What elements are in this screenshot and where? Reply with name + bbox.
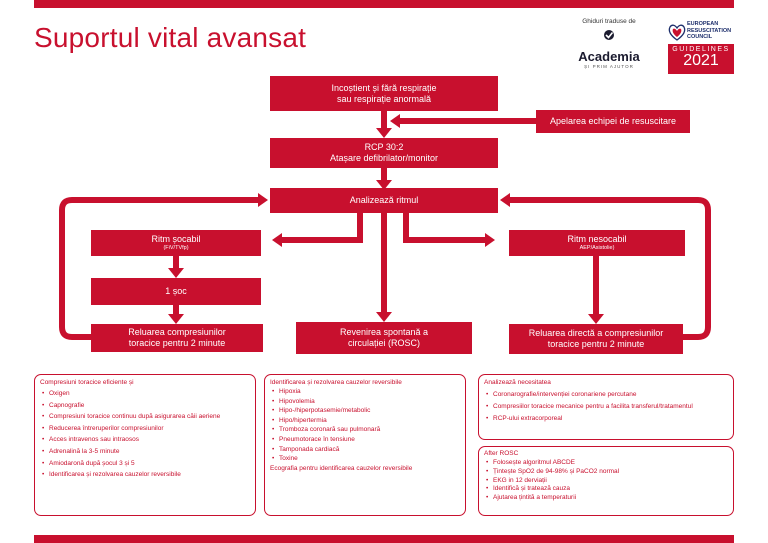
- panel-heading: Compresiuni toracice eficiente și: [40, 379, 134, 386]
- list-item: Amiodaronă după șocul 3 și 5: [40, 460, 250, 467]
- reversible-causes-panel: Identificarea și rezolvarea cauzelor rev…: [264, 374, 466, 516]
- list-item: RCP-ului extracorporeal: [484, 415, 728, 422]
- page-title: Suportul vital avansat: [34, 22, 307, 53]
- start-box: Incoștient și fără respirație sau respir…: [270, 76, 498, 111]
- heart-lungs-icon: [668, 24, 686, 41]
- arrowhead: [376, 312, 392, 322]
- analyze-label: Analizează ritmul: [349, 195, 419, 205]
- erc-logo: [664, 19, 736, 75]
- nonshockable-label: Ritm nesocabil: [567, 234, 627, 244]
- list-item: Identifică și tratează cauza: [484, 485, 728, 492]
- list-item: Identificarea și rezolvarea cauzelor rev…: [40, 471, 250, 478]
- academia-symbol-icon: [604, 30, 614, 40]
- arrowhead: [168, 268, 184, 278]
- panel-heading: After ROSC: [484, 450, 519, 457]
- arrowhead: [376, 128, 392, 138]
- arrowhead: [390, 114, 400, 128]
- panel-heading: Analizează necesitatea: [484, 379, 551, 386]
- rosc-box: Revenirea spontană a circulației (ROSC): [296, 322, 472, 354]
- start-line1: Incoștient și fără respirație: [331, 82, 437, 93]
- guidelines-year: 2021: [683, 52, 719, 69]
- call-team-box: Apelarea echipei de resuscitare: [536, 110, 690, 133]
- logo-caption: Ghiduri traduse de: [582, 18, 636, 25]
- arrow-analyze-to-shockable: [280, 210, 363, 243]
- panel-list: Folosește algoritmul ABCDE Țintește SpO2…: [484, 459, 728, 501]
- cpr-box: RCP 30:2 Atașare defibrilator/monitor: [270, 138, 498, 168]
- rosc-line1: Revenirea spontană a: [339, 327, 429, 337]
- list-item: EKG in 12 derviații: [484, 477, 728, 484]
- logo-tagline: ȘI PRIM AJUTOR: [584, 64, 634, 69]
- cpr-line2: Atașare defibrilator/monitor: [329, 153, 439, 163]
- resume-right-line2: toracice pentru 2 minute: [547, 339, 645, 349]
- list-item: Compresiuni toracice continuu după asigu…: [40, 413, 250, 420]
- list-item: Folosește algoritmul ABCDE: [484, 459, 728, 466]
- list-item: Adrenalină la 3-5 minute: [40, 448, 250, 455]
- resume-left-line2: toracice pentru 2 minute: [128, 338, 226, 348]
- resume-left-line1: Reluarea compresiunilor: [128, 327, 226, 337]
- list-item: Hipovolemia: [270, 398, 460, 405]
- arrowhead: [168, 314, 184, 324]
- resume-compressions-left-box: Reluarea compresiunilor toracice pentru …: [91, 324, 263, 352]
- resume-right-line1: Reluarea directă a compresiunilor: [528, 328, 664, 338]
- erc-line: EUROPEAN: [687, 21, 719, 27]
- list-item: Reducerea întreruperilor compresiunilor: [40, 425, 250, 432]
- list-item: Toxine: [270, 455, 460, 462]
- panel-footer: Ecografia pentru identificarea cauzelor …: [270, 465, 413, 473]
- panel-list: Oxigen Capnografie Compresiuni toracice …: [40, 390, 250, 478]
- guidelines-label: GUIDELINES: [672, 46, 730, 53]
- bottom-bar: [34, 535, 734, 543]
- list-item: Ajutarea țintită a temperaturii: [484, 494, 728, 501]
- nonshockable-box: Ritm nesocabil AEP/Asistolie): [509, 230, 685, 256]
- nonshockable-sub: AEP/Asistolie): [579, 245, 615, 251]
- cpr-line1: RCP 30:2: [364, 142, 404, 152]
- list-item: Coronarografie/intervenției coronariene …: [484, 391, 728, 398]
- arrowhead: [485, 233, 495, 247]
- arrowhead: [500, 193, 510, 207]
- academia-logo: Ghiduri traduse de Academia ȘI PRIM AJUT…: [572, 18, 646, 69]
- arrow-analyze-to-nonshockable: [403, 210, 487, 243]
- list-item: Oxigen: [40, 390, 250, 397]
- list-item: Hipo/hipertermia: [270, 417, 460, 424]
- top-bar: [34, 0, 734, 8]
- analyze-rhythm-box: Analizează ritmul: [270, 188, 498, 213]
- shock-label: 1 șoc: [165, 286, 187, 296]
- list-item: Pneumotorace în tensiune: [270, 436, 460, 443]
- call-team-label: Apelarea echipei de resuscitare: [549, 116, 677, 126]
- shockable-box: Ritm șocabil (FiV/TVfp): [91, 230, 261, 256]
- arrowhead: [588, 314, 604, 324]
- list-item: Acces intravenos sau intraosos: [40, 436, 250, 443]
- shock-box: 1 șoc: [91, 278, 261, 305]
- erc-name: EUROPEAN RESUSCITATION COUNCIL: [687, 21, 731, 41]
- list-item: Capnografie: [40, 402, 250, 409]
- resume-compressions-right-box: Reluarea directă a compresiunilor toraci…: [509, 324, 683, 354]
- rosc-line2: circulației (ROSC): [347, 338, 420, 348]
- list-item: Tromboza coronară sau pulmonară: [270, 426, 460, 433]
- erc-line: COUNCIL: [687, 34, 713, 40]
- list-item: Compresiilor toracice mecanice pentru a …: [484, 403, 728, 410]
- start-line2: sau respirație anormală: [336, 93, 432, 104]
- list-item: Hipo-/hiperpotasemie/metabolic: [270, 407, 460, 414]
- shockable-label: Ritm șocabil: [151, 234, 201, 244]
- arrowhead: [272, 233, 282, 247]
- arrowhead: [258, 193, 268, 207]
- loop-left: [59, 197, 262, 340]
- guidelines-badge: GUIDELINES 2021: [668, 44, 734, 74]
- effective-compressions-panel: Compresiuni toracice eficiente și Oxigen…: [34, 374, 256, 516]
- list-item: Hipoxia: [270, 388, 460, 395]
- loop-right: [506, 197, 711, 340]
- list-item: Țintește SpO2 de 94-98% și PaCO2 normal: [484, 468, 728, 475]
- logo-word: Academia: [578, 49, 640, 64]
- shockable-sub: (FiV/TVfp): [163, 245, 189, 251]
- panel-list: Coronarografie/intervenției coronariene …: [484, 391, 728, 422]
- arrowhead: [376, 180, 392, 190]
- list-item: Tamponada cardiacă: [270, 446, 460, 453]
- consider-panel: Analizează necesitatea Coronarografie/in…: [478, 374, 734, 440]
- after-rosc-panel: After ROSC Folosește algoritmul ABCDE Ți…: [478, 446, 734, 516]
- erc-line: RESUSCITATION: [687, 27, 732, 34]
- panel-list: Hipoxia Hipovolemia Hipo-/hiperpotasemie…: [270, 388, 460, 462]
- panel-heading: Identificarea și rezolvarea cauzelor rev…: [270, 379, 402, 386]
